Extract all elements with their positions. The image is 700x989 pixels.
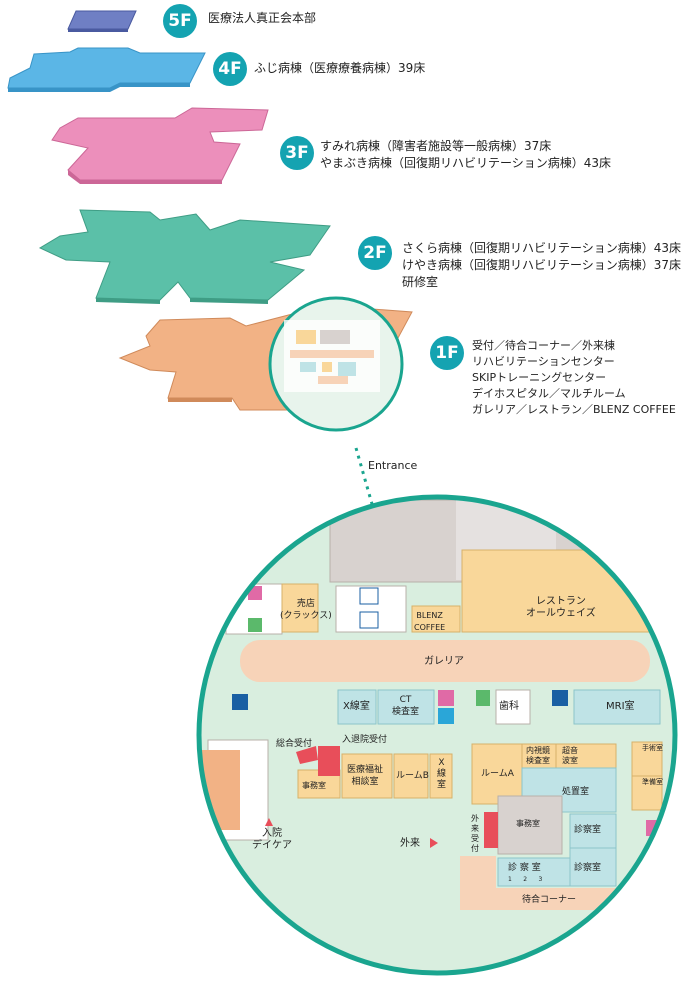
room-galleria: ガレリア <box>424 656 464 667</box>
floor-desc-1f: 受付／待合コーナー／外来棟 リハビリテーションセンター SKIPトレーニングセン… <box>472 338 676 418</box>
room-surgery: 手術室 <box>642 744 663 752</box>
room-endoscope: 内視鏡 検査室 <box>526 746 550 765</box>
desc-line: リハビリテーションセンター <box>472 355 615 368</box>
room-prep: 準備室 <box>642 778 663 786</box>
room-a: ルームA <box>481 769 514 779</box>
floor-badge-2f: 2F <box>358 236 392 270</box>
label-general-reception: 総合受付 <box>276 739 313 749</box>
room-exam-b: 診察室 <box>574 863 602 873</box>
label-outpatient: 外来 <box>400 838 420 849</box>
room-office-2: 事務室 <box>516 819 540 828</box>
floor-badge-5f: 5F <box>163 4 197 38</box>
room-dental: 歯科 <box>499 701 519 712</box>
floor-desc-3f: すみれ病棟（障害者施設等一般病棟）37床 やまぶき病棟（回復期リハビリテーション… <box>320 138 611 172</box>
floor-desc-5f: 医療法人真正会本部 <box>208 10 316 27</box>
desc-line: ガレリア／レストラン／BLENZ COFFEE <box>472 403 676 416</box>
desc-line: やまぶき病棟（回復期リハビリテーション病棟）43床 <box>320 156 612 170</box>
desc-line: さくら病棟（回復期リハビリテーション病棟）43床 <box>402 241 682 255</box>
room-shop: 売店 (クラックス) <box>280 599 332 621</box>
floor-desc-2f: さくら病棟（回復期リハビリテーション病棟）43床 けやき病棟（回復期リハビリテー… <box>402 240 681 291</box>
room-ct: CT 検査室 <box>392 695 420 717</box>
room-xray-2: X 線 室 <box>437 758 447 790</box>
room-welfare: 医療福祉 相談室 <box>347 765 384 787</box>
label-admission-reception: 入退院受付 <box>342 735 388 745</box>
magnifier-lens <box>268 296 404 432</box>
room-exam-c: 診 察 室 <box>508 863 541 873</box>
floor-3f-shape <box>51 107 269 184</box>
room-treatment: 処置室 <box>562 787 590 797</box>
floor-5f-shape <box>67 10 137 32</box>
desc-line: 医療法人真正会本部 <box>208 11 317 25</box>
room-blenz: BLENZ COFFEE <box>414 611 446 632</box>
desc-line: 受付／待合コーナー／外来棟 <box>472 339 615 352</box>
desc-line: 研修室 <box>402 275 439 289</box>
exam-room-numbers: 1 2 3 <box>508 876 543 883</box>
floor-badge-1f: 1F <box>430 336 464 370</box>
detail-map <box>199 497 675 973</box>
floor-desc-4f: ふじ病棟（医療療養病棟）39床 <box>254 60 425 77</box>
desc-line: すみれ病棟（障害者施設等一般病棟）37床 <box>320 139 552 153</box>
room-b: ルームB <box>396 771 429 781</box>
room-exam-a: 診察室 <box>574 825 602 835</box>
room-xray-1: X線室 <box>343 701 370 712</box>
desc-line: SKIPトレーニングセンター <box>472 371 607 384</box>
detail-circle-border <box>196 494 678 976</box>
floor-4f-shape <box>7 47 206 92</box>
room-mri: MRI室 <box>606 701 635 712</box>
floor-badge-3f: 3F <box>280 136 314 170</box>
floor-2f-shape <box>38 209 331 304</box>
connector-dots <box>354 447 374 505</box>
entrance-label: Entrance <box>368 459 418 472</box>
room-restaurant: レストラン オールウェイズ <box>526 596 596 619</box>
area-waiting: 待合コーナー <box>522 895 577 905</box>
label-outpatient-reception: 外 来 受 付 <box>471 814 479 853</box>
floor-badge-4f: 4F <box>213 52 247 86</box>
desc-line: デイホスピタル／マルチルーム <box>472 387 626 400</box>
label-day-care: 入院 デイケア <box>252 828 292 851</box>
desc-line: ふじ病棟（医療療養病棟）39床 <box>254 61 426 75</box>
desc-line: けやき病棟（回復期リハビリテーション病棟）37床 <box>402 258 682 272</box>
room-office-1: 事務室 <box>302 781 326 790</box>
room-ultrasound: 超音 波室 <box>562 746 578 765</box>
